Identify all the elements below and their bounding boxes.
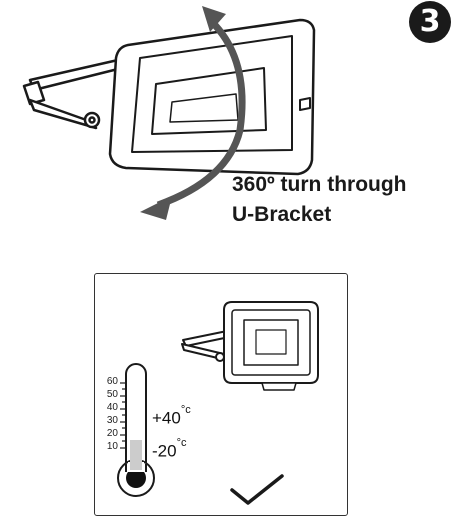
rotation-caption-line1: 360º turn through xyxy=(232,173,407,196)
tick-label: 50 xyxy=(106,389,118,400)
tick-label: 60 xyxy=(106,376,118,387)
flood-light-icon xyxy=(22,18,316,176)
rotation-caption: 360º turn through U-Bracket xyxy=(232,170,407,230)
thermometer-icon xyxy=(117,363,155,497)
tick-label: 20 xyxy=(106,428,118,439)
tick-label: 40 xyxy=(106,402,118,413)
tick-label: 10 xyxy=(106,441,118,452)
max-temperature-label: +40°c xyxy=(152,404,191,429)
degree-mark: °c xyxy=(180,404,191,416)
min-temperature-value: -20 xyxy=(152,441,177,461)
degree-mark: °c xyxy=(176,437,187,449)
rotation-caption-line2: U-Bracket xyxy=(232,203,332,226)
rotation-arrow-icon xyxy=(156,19,246,209)
tick-label: 30 xyxy=(106,415,118,426)
min-temperature-label: -20°c xyxy=(152,437,186,462)
small-flood-light-icon xyxy=(181,301,319,391)
step-number-badge: 3 xyxy=(409,1,451,43)
checkmark-icon xyxy=(230,474,284,505)
operating-conditions-panel xyxy=(94,273,348,516)
max-temperature-value: +40 xyxy=(152,408,181,428)
